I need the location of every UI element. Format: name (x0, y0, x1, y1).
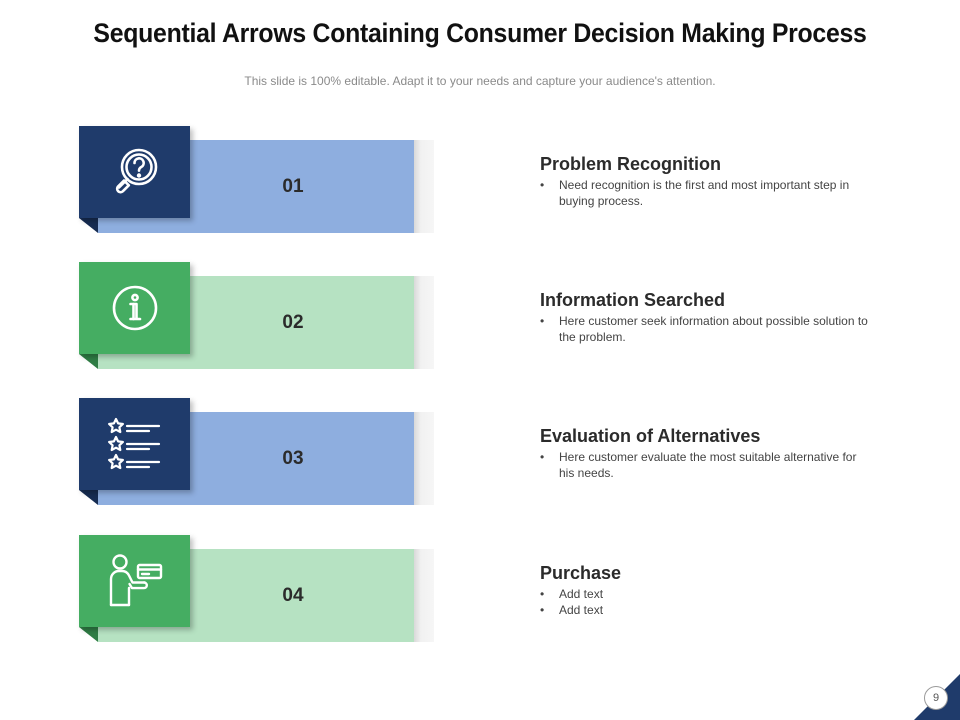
step-fold (79, 218, 98, 233)
magnifier-question-icon (115, 148, 157, 194)
step-heading: Information Searched (540, 290, 726, 310)
slide-title: Sequential Arrows Containing Consumer De… (93, 18, 867, 48)
step-band-edge (414, 412, 434, 505)
step-fold (79, 490, 98, 505)
step-bullet: Here customer seek information about pos… (540, 313, 870, 345)
step-3: 03 Evaluation of Alternatives Here custo… (0, 398, 960, 523)
step-icon-box (79, 398, 190, 490)
slide-subtitle: This slide is 100% editable. Adapt it to… (244, 74, 716, 88)
step-number: 04 (282, 585, 304, 606)
step-number: 01 (282, 176, 304, 197)
step-icon-box (79, 126, 190, 218)
step-band-edge (414, 140, 434, 233)
star-list-icon (107, 417, 160, 470)
person-card-icon (109, 554, 162, 607)
step-4: 04 Purchase Add text Add text (0, 535, 960, 660)
step-bullet: Need recognition is the first and most i… (540, 177, 870, 209)
step-band-edge (414, 276, 434, 369)
page-number: 9 (924, 686, 948, 710)
step-bullet: Add text (540, 586, 870, 602)
step-heading: Purchase (540, 563, 622, 583)
step-number: 02 (282, 312, 304, 333)
step-fold (79, 627, 98, 642)
step-fold (79, 354, 98, 369)
step-heading: Problem Recognition (540, 154, 722, 174)
step-heading: Evaluation of Alternatives (540, 426, 761, 446)
step-2: 02 Information Searched Here customer se… (0, 262, 960, 387)
step-icon-box (79, 262, 190, 354)
step-number: 03 (282, 448, 304, 469)
step-bullets: Here customer evaluate the most suitable… (540, 449, 870, 481)
step-bullets: Here customer seek information about pos… (540, 313, 870, 345)
info-icon (112, 285, 157, 331)
step-band-edge (414, 549, 434, 642)
step-bullets: Need recognition is the first and most i… (540, 177, 870, 209)
step-icon-box (79, 535, 190, 627)
step-1: 01 Problem Recognition Need recognition … (0, 126, 960, 251)
step-bullet: Here customer evaluate the most suitable… (540, 449, 870, 481)
step-bullet: Add text (540, 602, 870, 618)
step-bullets: Add text Add text (540, 586, 870, 618)
